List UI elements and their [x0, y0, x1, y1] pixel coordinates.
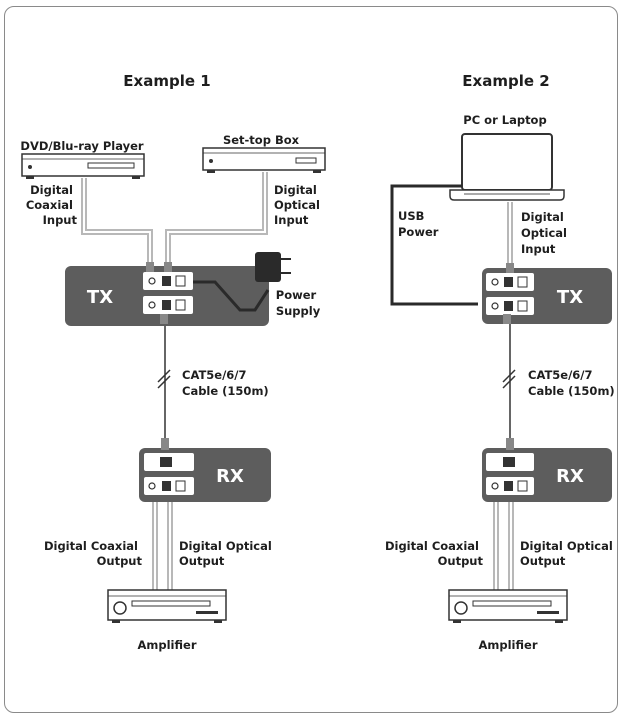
optical-output-label-2: Digital Optical Output [520, 539, 617, 568]
coaxial-output-label: Digital Coaxial Output [44, 539, 143, 568]
power-adapter-icon [255, 252, 291, 282]
optical-input-label: Digital Optical Input [274, 183, 324, 227]
tx-label-2: TX [557, 287, 583, 308]
diagram-frame [4, 6, 618, 713]
tx-unit: TX [65, 262, 269, 326]
optical-input-cable [165, 172, 268, 262]
coaxial-output-label-2: Digital Coaxial Output [385, 539, 484, 568]
amplifier-icon-2 [448, 589, 568, 623]
dvd-player-icon [21, 153, 145, 179]
rx-unit: RX [139, 438, 271, 502]
settop-box-icon [202, 147, 326, 173]
example-2-title: Example 2 [462, 72, 549, 90]
amplifier-label: Amplifier [138, 638, 197, 652]
usb-power-label: USB Power [398, 209, 439, 239]
example-2: Example 2 PC or Laptop USB Power Digital… [385, 72, 617, 652]
pc-laptop-label: PC or Laptop [463, 113, 546, 127]
cable-label: CAT5e/6/7 Cable (150m) [182, 368, 269, 398]
power-cable [193, 280, 270, 312]
optical-output-label: Digital Optical Output [179, 539, 276, 568]
tx-unit-2: TX [482, 263, 612, 324]
settop-box-label: Set-top Box [223, 133, 300, 147]
rx-label: RX [216, 466, 244, 487]
example-1-title: Example 1 [123, 72, 210, 90]
power-supply-label: Power Supply [276, 288, 321, 318]
coaxial-input-cable [81, 178, 153, 262]
rx-unit-2: RX [482, 438, 612, 502]
example-1: Example 1 DVD/Blu-ray Player Set-top Box [20, 72, 326, 652]
dvd-player-label: DVD/Blu-ray Player [20, 139, 144, 153]
tx-label: TX [87, 287, 113, 308]
coaxial-input-label: Digital Coaxial Input [26, 183, 78, 227]
amplifier-label-2: Amplifier [479, 638, 538, 652]
usb-power-cable [390, 184, 478, 306]
rx-label-2: RX [556, 466, 584, 487]
laptop-icon [449, 133, 565, 201]
cable-label-2: CAT5e/6/7 Cable (150m) [528, 368, 615, 398]
amplifier-icon [107, 589, 227, 623]
optical-input-label-2: Digital Optical Input [521, 210, 571, 256]
